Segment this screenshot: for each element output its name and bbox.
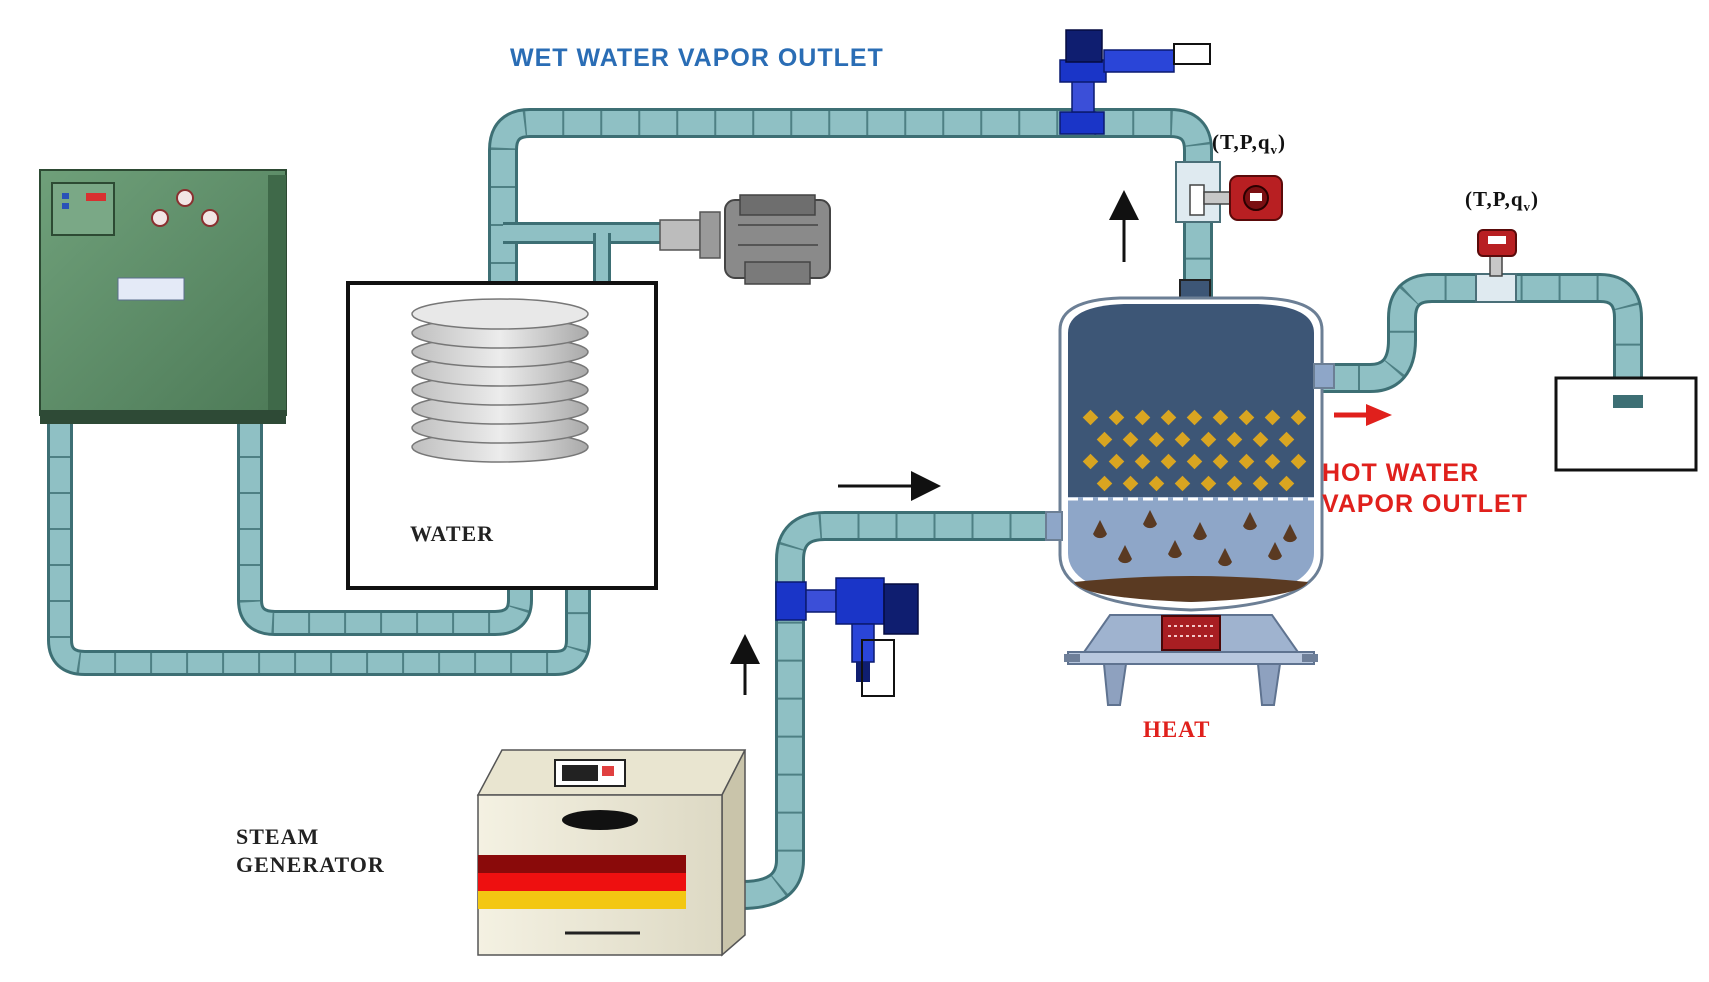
particle	[1186, 409, 1203, 426]
top-tpq-label: (T,P,qv)	[1212, 130, 1287, 158]
reaction-vessel	[1045, 279, 1335, 612]
gauge-icon	[176, 189, 194, 207]
tpq-subscript: v	[1523, 199, 1532, 215]
indicator-light	[86, 193, 106, 201]
hot-vapor-outlet-label-line2: VAPOR OUTLET	[1322, 490, 1528, 518]
pipe-network	[47, 108, 1643, 910]
steam-generator-label-line1: STEAM	[236, 824, 320, 849]
indicator-light	[62, 193, 69, 199]
water-tank	[346, 281, 658, 590]
particle	[1212, 409, 1229, 426]
particle	[1122, 431, 1139, 448]
water-label: WATER	[410, 521, 495, 546]
particle	[1264, 409, 1281, 426]
particle	[1174, 431, 1191, 448]
sediment-drop	[1168, 540, 1182, 559]
particle	[1134, 453, 1151, 470]
particle	[1290, 453, 1307, 470]
hot-vapor-outlet-label-line1: HOT WATER	[1322, 459, 1480, 487]
control-cabinet	[39, 169, 287, 424]
top-sensor-icon	[1175, 161, 1283, 223]
particle	[1252, 475, 1269, 492]
heater-element-icon	[1161, 615, 1221, 651]
particle	[1278, 431, 1295, 448]
hot-vapor-pipe	[1320, 273, 1643, 408]
particle	[1160, 409, 1177, 426]
cabinet-panel	[51, 182, 115, 236]
particle	[1096, 431, 1113, 448]
sediment-drop	[1243, 512, 1257, 531]
red-arrow-right-icon	[1334, 404, 1392, 426]
tpq-text: (T,P,q	[1465, 187, 1524, 211]
wet-vapor-outlet-label: WET WATER VAPOR OUTLET	[510, 44, 884, 72]
particle	[1278, 475, 1295, 492]
cabinet-nameplate	[117, 277, 185, 301]
tpq-text: (T,P,q	[1212, 130, 1271, 154]
particle	[1082, 453, 1099, 470]
particle	[1226, 431, 1243, 448]
heat-label: HEAT	[1143, 717, 1211, 742]
particle	[1148, 475, 1165, 492]
particle	[1238, 453, 1255, 470]
particle	[1108, 453, 1125, 470]
cabinet-loop-pipes	[47, 420, 591, 676]
particle	[1264, 453, 1281, 470]
gauge-icon	[151, 209, 169, 227]
sediment-drop	[1268, 542, 1282, 561]
particle	[1122, 475, 1139, 492]
steam-generator	[476, 749, 747, 957]
wet-outlet-valve-icon	[1059, 29, 1211, 135]
gauge-icon	[201, 209, 219, 227]
particle	[1082, 409, 1099, 426]
particle	[1212, 453, 1229, 470]
steam-supply-pipe	[741, 511, 1045, 910]
outlet-tpq-label: (T,P,qv)	[1465, 187, 1540, 215]
particle	[1174, 475, 1191, 492]
indicator-light	[62, 203, 69, 209]
particle	[1134, 409, 1151, 426]
steam-valve-icon	[775, 577, 919, 697]
sediment-drops	[1093, 510, 1297, 567]
particle	[1160, 453, 1177, 470]
sediment-drop	[1118, 545, 1132, 564]
sediment-drop	[1093, 520, 1107, 539]
particle	[1290, 409, 1307, 426]
particle-bed	[1082, 409, 1307, 492]
sediment-drop	[1283, 524, 1297, 543]
tpq-close: )	[1278, 130, 1287, 154]
particle	[1108, 409, 1125, 426]
particle	[1186, 453, 1203, 470]
steam-generator-label-line2: GENERATOR	[236, 852, 385, 877]
flow-arrows	[730, 190, 1392, 695]
pump-motor	[659, 194, 831, 285]
outlet-sensor-icon	[1475, 229, 1517, 303]
particle	[1096, 475, 1113, 492]
top-vapor-pipe	[488, 108, 1213, 302]
tpq-subscript: v	[1270, 142, 1279, 158]
collection-tank	[1554, 376, 1698, 472]
sediment-drop	[1218, 548, 1232, 567]
cooling-coil-icon	[411, 298, 589, 463]
heater-stand	[1064, 614, 1318, 706]
particle	[1226, 475, 1243, 492]
tpq-close: )	[1531, 187, 1540, 211]
sediment-drop	[1143, 510, 1157, 529]
particle	[1148, 431, 1165, 448]
particle	[1200, 431, 1217, 448]
particle	[1252, 431, 1269, 448]
particle	[1200, 475, 1217, 492]
particle	[1238, 409, 1255, 426]
sediment-drop	[1193, 522, 1207, 541]
